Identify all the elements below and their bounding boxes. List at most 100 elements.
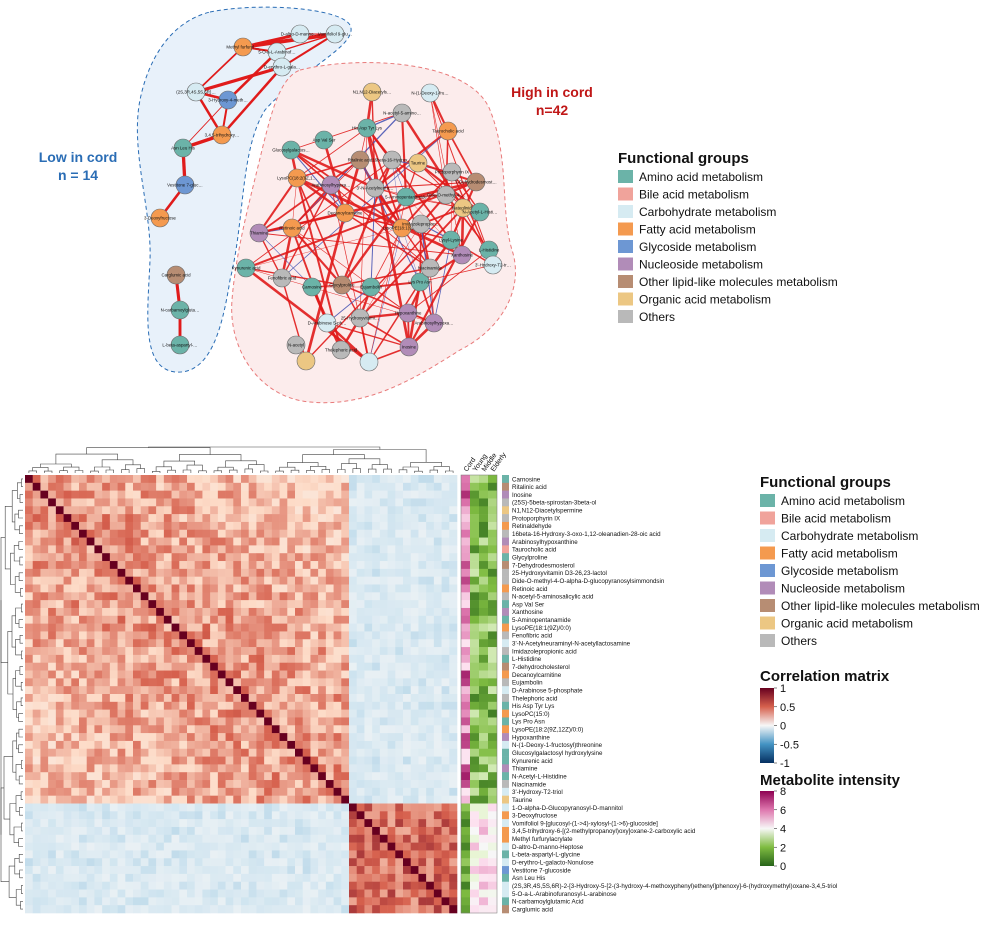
heatmap-cell [156, 537, 165, 546]
heatmap-cell [426, 780, 435, 789]
heatmap-cell [395, 615, 404, 624]
heatmap-cell [279, 654, 288, 664]
heatmap-cell [310, 686, 319, 695]
heatmap-cell [210, 709, 219, 718]
intensity-cell [479, 678, 488, 687]
heatmap-cell [287, 780, 296, 789]
heatmap-cell [418, 568, 427, 577]
heatmap-cell [349, 905, 358, 914]
heatmap-cell [233, 607, 242, 617]
heatmap-cell [63, 584, 72, 593]
heatmap-cell [55, 764, 64, 773]
heatmap-cell [233, 858, 242, 867]
heatmap-cell [287, 826, 296, 836]
intensity-cell [488, 701, 497, 710]
heatmap-cell [86, 905, 95, 914]
dendrogram-branch [368, 468, 377, 473]
heatmap-cell [287, 482, 296, 491]
heatmap-cell [109, 795, 118, 804]
heatmap-cell [295, 756, 304, 765]
heatmap-cell [179, 780, 188, 789]
heatmap-cell [194, 662, 203, 671]
heatmap-cell [179, 482, 188, 491]
heatmap-cell [302, 694, 311, 703]
heatmap-cell [117, 545, 126, 554]
heatmap-cell [202, 514, 211, 523]
heatmap-cell [410, 670, 419, 679]
intensity-cell [488, 748, 497, 757]
heatmap-cell [171, 787, 180, 796]
heatmap-cell [433, 521, 442, 531]
heatmap-cell [32, 521, 41, 531]
heatmap-cell [194, 858, 203, 867]
row-group-swatch [502, 521, 509, 531]
heatmap-cell [403, 748, 412, 757]
intensity-cell [461, 568, 470, 577]
intensity-cell [488, 615, 497, 624]
heatmap-cell [86, 701, 95, 710]
heatmap-cell [140, 498, 149, 507]
heatmap-cell [449, 881, 458, 890]
heatmap-cell [379, 686, 388, 695]
heatmap-cell [117, 748, 126, 757]
heatmap-cell [202, 639, 211, 648]
heatmap-cell [140, 889, 149, 898]
heatmap-cell [225, 694, 234, 703]
intensity-cell [488, 826, 497, 836]
heatmap-cell [256, 756, 265, 765]
dendrogram-branch [198, 470, 207, 473]
heatmap-cell [71, 600, 80, 609]
functional-groups-legend-bottom: Functional groups Amino acid metabolismB… [760, 474, 980, 648]
heatmap-cell [109, 498, 118, 507]
heatmap-cell [333, 475, 342, 484]
row-label: Methyl furfurylacrylate [512, 836, 573, 843]
heatmap-cell [102, 670, 111, 679]
heatmap-cell [349, 756, 358, 765]
heatmap-cell [318, 490, 327, 499]
heatmap-cell [171, 834, 180, 843]
heatmap-cell [63, 826, 72, 836]
heatmap-cell [271, 662, 280, 671]
heatmap-cell [140, 475, 149, 484]
heatmap-cell [449, 529, 458, 538]
heatmap-cell [433, 811, 442, 820]
heatmap-cell [179, 568, 188, 577]
heatmap-cell [187, 740, 196, 750]
intensity-cell [479, 701, 488, 710]
heatmap-cell [264, 678, 273, 687]
heatmap-cell [94, 725, 103, 734]
heatmap-cell [433, 803, 442, 812]
heatmap-cell [441, 553, 450, 562]
heatmap-cell [449, 662, 458, 671]
heatmap-cell [163, 545, 172, 554]
heatmap-cell [279, 850, 288, 859]
heatmap-cell [387, 475, 396, 484]
heatmap-cell [163, 787, 172, 796]
heatmap-cell [187, 686, 196, 695]
heatmap-cell [187, 850, 196, 859]
heatmap-cell [194, 811, 203, 820]
intensity-cell [479, 881, 488, 890]
heatmap-cell [379, 475, 388, 484]
heatmap-cell [271, 748, 280, 757]
heatmap-cell [86, 811, 95, 820]
heatmap-cell [48, 772, 57, 781]
heatmap-cell [418, 576, 427, 585]
network-node [321, 175, 341, 195]
dendrogram-branch [321, 469, 330, 473]
heatmap-cell [48, 889, 57, 898]
row-group-swatch [502, 506, 509, 515]
heatmap-cell [163, 725, 172, 734]
heatmap-cell [86, 850, 95, 859]
network-node [436, 185, 456, 205]
heatmap-cell [117, 670, 126, 679]
heatmap-cell [310, 607, 319, 617]
heatmap-cell [318, 639, 327, 648]
heatmap-cell [433, 772, 442, 781]
heatmap-cell [156, 600, 165, 609]
heatmap-cell [333, 639, 342, 648]
heatmap-cell [210, 873, 219, 883]
row-group-swatch [502, 756, 509, 765]
heatmap-cell [79, 631, 88, 640]
heatmap-cell [364, 686, 373, 695]
